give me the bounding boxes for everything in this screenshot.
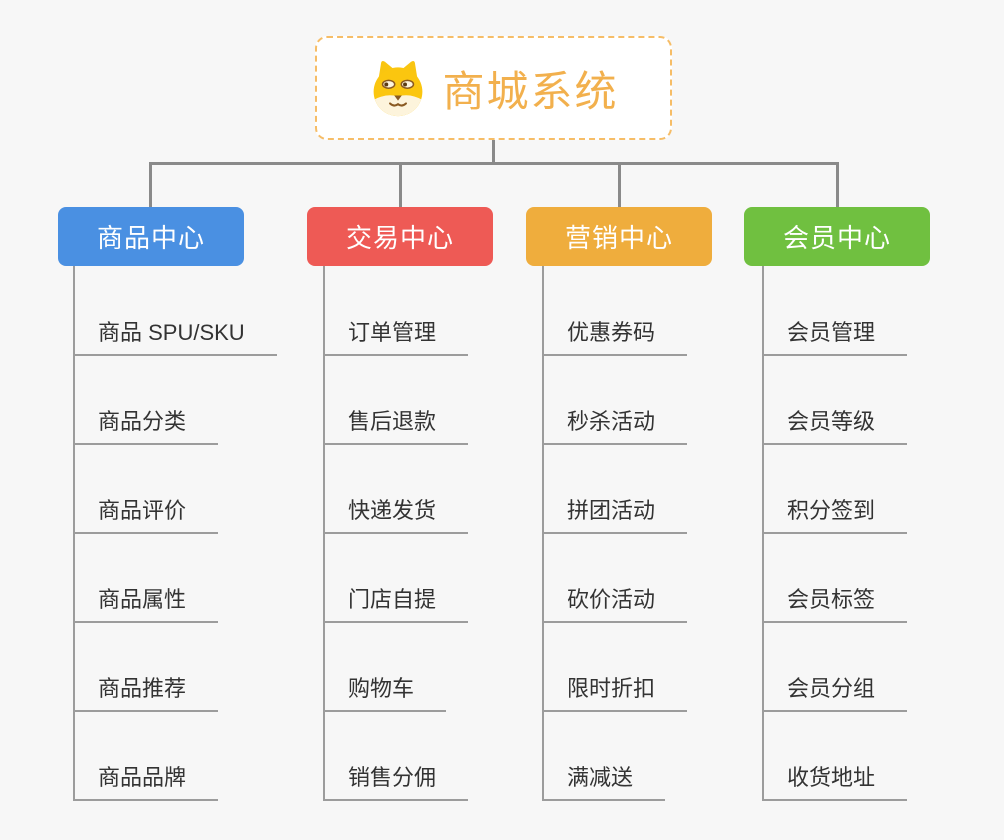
leaf-node[interactable]: 限时折扣 [542, 674, 688, 712]
branch-node-product-center[interactable]: 商品中心 [58, 207, 244, 266]
leaf-node[interactable]: 优惠券码 [542, 318, 688, 356]
leaf-node[interactable]: 商品推荐 [73, 674, 219, 712]
leaf-node[interactable]: 商品属性 [73, 585, 219, 623]
connector-bus [149, 162, 839, 165]
leaf-node[interactable]: 门店自提 [323, 585, 469, 623]
leaf-node[interactable]: 商品评价 [73, 496, 219, 534]
leaf-node[interactable]: 会员等级 [762, 407, 908, 445]
branch-node-member-center[interactable]: 会员中心 [744, 207, 930, 266]
connector-drop-member [836, 162, 839, 208]
connector-drop-trade [399, 162, 402, 208]
leaf-node[interactable]: 商品分类 [73, 407, 219, 445]
root-node[interactable]: 商城系统 [315, 36, 672, 140]
leaf-node[interactable]: 秒杀活动 [542, 407, 688, 445]
leaf-node[interactable]: 会员管理 [762, 318, 908, 356]
branch-node-marketing-center[interactable]: 营销中心 [526, 207, 712, 266]
dog-face-icon [374, 61, 423, 117]
leaf-node[interactable]: 满减送 [542, 763, 666, 801]
leaf-node[interactable]: 快递发货 [323, 496, 469, 534]
connector-drop-marketing [618, 162, 621, 208]
leaf-node[interactable]: 售后退款 [323, 407, 469, 445]
leaf-node[interactable]: 拼团活动 [542, 496, 688, 534]
connector-root-stem [492, 140, 495, 164]
leaf-node[interactable]: 商品 SPU/SKU [73, 318, 277, 356]
leaf-node[interactable]: 会员分组 [762, 674, 908, 712]
leaf-node[interactable]: 销售分佣 [323, 763, 469, 801]
leaf-node[interactable]: 砍价活动 [542, 585, 688, 623]
branch-node-trade-center[interactable]: 交易中心 [307, 207, 493, 266]
leaf-node[interactable]: 购物车 [323, 674, 447, 712]
leaf-node[interactable]: 商品品牌 [73, 763, 219, 801]
leaf-node[interactable]: 积分签到 [762, 496, 908, 534]
connector-drop-product [149, 162, 152, 208]
leaf-node[interactable]: 订单管理 [323, 318, 469, 356]
leaf-node[interactable]: 收货地址 [762, 763, 908, 801]
root-title: 商城系统 [442, 67, 619, 115]
leaf-node[interactable]: 会员标签 [762, 585, 908, 623]
